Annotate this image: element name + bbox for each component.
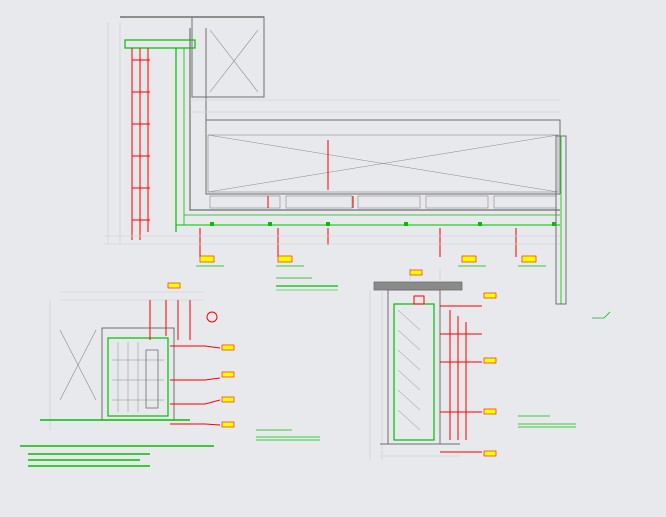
detail-right-dims [369, 268, 441, 460]
tag-2 [277, 255, 293, 263]
detail-right-tags [409, 269, 497, 457]
corner-mark [592, 311, 611, 319]
detail-left-tags [167, 282, 235, 428]
detail-left-dims [49, 291, 204, 430]
left-dim-chain [131, 48, 150, 240]
top-green-bracket [124, 39, 196, 49]
detail-left-title [256, 429, 320, 441]
detail-left-grid [112, 342, 164, 412]
left-hatch-b [59, 329, 97, 401]
wall-outer-outline [205, 28, 560, 195]
detail-left-notes [20, 445, 214, 467]
detail-left-red-leaders [149, 300, 221, 426]
detail-right-box [387, 289, 441, 445]
detail-left-insert [145, 349, 159, 409]
tag-3 [461, 255, 477, 263]
panel-2 [285, 195, 353, 209]
plan-title-block [276, 277, 338, 291]
hatch-diagonal-b [207, 134, 559, 193]
grey-dims [104, 22, 560, 245]
column-cross-b [209, 29, 259, 93]
detail-right [369, 268, 576, 460]
panel-5 [493, 195, 557, 209]
plan-view [104, 16, 611, 319]
tag-4 [521, 255, 537, 263]
detail-right-red-leaders [440, 305, 482, 453]
detail-left-callout [206, 311, 218, 323]
detail-left-frame [107, 337, 169, 417]
detail-right-title [518, 415, 576, 428]
detail-right-red-box [413, 295, 425, 305]
panel-4 [425, 195, 489, 209]
panel-1 [209, 195, 281, 209]
detail-right-slab [373, 281, 463, 291]
detail-right-hatch [397, 309, 421, 431]
ceiling-box [206, 119, 561, 194]
anchor-markers [210, 222, 556, 226]
tag-1 [199, 255, 215, 263]
hatched-area [207, 134, 559, 193]
detail-left [20, 282, 320, 467]
panel-3 [357, 195, 421, 209]
plan-tags [199, 255, 537, 263]
wall-inner-outline [189, 28, 560, 211]
column-box [191, 16, 265, 98]
red-leaders-plan [199, 140, 517, 257]
